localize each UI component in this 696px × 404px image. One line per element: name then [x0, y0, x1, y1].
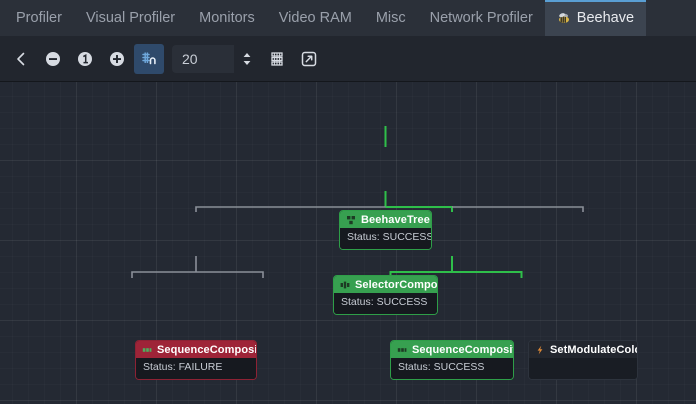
tab-label: Monitors: [199, 10, 255, 26]
tab-beehave[interactable]: Beehave: [544, 0, 647, 36]
sequence-composite-icon: [397, 345, 407, 355]
zoom-reset-one-icon: [76, 50, 94, 68]
node-title: SelectorComposite: [355, 278, 438, 291]
edge-sequencecomposite-haspositiveposition: [131, 271, 196, 278]
tab-label: Network Profiler: [429, 10, 533, 26]
node-status: Status: SUCCESS: [340, 228, 431, 249]
selector-composite-icon: [340, 280, 350, 290]
tab-video-ram[interactable]: Video RAM: [267, 0, 364, 36]
tab-monitors[interactable]: Monitors: [187, 0, 267, 36]
bee-icon: [557, 11, 571, 25]
node-status: Status: FAILURE: [136, 358, 256, 379]
beehave-tree-icon: [346, 215, 356, 225]
node-set-modulate-color-idle[interactable]: SetModulateColor: [528, 340, 638, 380]
tab-label: Misc: [375, 10, 406, 26]
tab-label: Beehave: [576, 10, 635, 26]
node-beehave-tree[interactable]: BeehaveTree Status: SUCCESS: [339, 210, 432, 250]
frame-input[interactable]: 20: [172, 44, 234, 73]
zoom-reset-button[interactable]: [70, 44, 100, 74]
frame-spinbox[interactable]: 20: [172, 44, 260, 73]
action-leaf-icon: [535, 345, 545, 355]
node-header: BeehaveTree: [340, 211, 431, 228]
zoom-out-button[interactable]: [38, 44, 68, 74]
back-button[interactable]: [6, 44, 36, 74]
node-title: SetModulateColor: [550, 343, 638, 356]
zoom-in-icon: [108, 50, 126, 68]
chevron-left-icon: [12, 50, 30, 68]
node-header: SelectorComposite: [334, 276, 437, 293]
tab-label: Video RAM: [278, 10, 352, 26]
arrange-nodes-icon: [140, 50, 158, 68]
node-status: Status: SUCCESS: [391, 358, 513, 379]
node-header: SequenceComposite: [136, 341, 256, 358]
edge-sequencecomposite2-setmodulatecolor: [452, 271, 523, 278]
zoom-in-button[interactable]: [102, 44, 132, 74]
open-external-button[interactable]: [294, 44, 324, 74]
graph-edges: [131, 126, 584, 278]
zoom-out-icon: [44, 50, 62, 68]
node-selector-composite[interactable]: SelectorComposite Status: SUCCESS: [333, 275, 438, 315]
node-title: SequenceComposite: [157, 343, 257, 356]
tab-profiler[interactable]: Profiler: [4, 0, 74, 36]
node-sequence-composite-2[interactable]: SequenceComposite2 Status: SUCCESS: [390, 340, 514, 380]
tab-misc[interactable]: Misc: [364, 0, 418, 36]
graph-toolbar: 20: [0, 36, 696, 82]
tab-label: Visual Profiler: [85, 10, 176, 26]
node-status: [529, 358, 637, 379]
spinner-updown-icon[interactable]: [234, 45, 260, 73]
profiler-tab-bar: Profiler Visual Profiler Monitors Video …: [0, 0, 696, 36]
node-title: SequenceComposite2: [412, 343, 513, 356]
node-sequence-composite[interactable]: SequenceComposite Status: FAILURE: [135, 340, 257, 380]
tab-network-profiler[interactable]: Network Profiler: [418, 0, 545, 36]
layers-icon: [268, 50, 286, 68]
behavior-tree-canvas[interactable]: BeehaveTree Status: SUCCESS SelectorComp…: [0, 82, 696, 404]
node-header: SequenceComposite2: [391, 341, 513, 358]
edge-sequencecomposite-setmodulatecolor: [196, 271, 264, 278]
tab-label: Profiler: [16, 10, 62, 26]
node-status: Status: SUCCESS: [334, 293, 437, 314]
tab-visual-profiler[interactable]: Visual Profiler: [74, 0, 187, 36]
open-external-icon: [300, 50, 318, 68]
layers-button[interactable]: [262, 44, 292, 74]
arrange-nodes-button[interactable]: [134, 43, 164, 74]
sequence-composite-icon: [142, 345, 152, 355]
node-title: BeehaveTree: [361, 213, 430, 226]
edge-selector-sequencecomposite: [195, 206, 386, 212]
node-header: SetModulateColor: [529, 341, 637, 358]
edge-selector-setmodulatecolor: [452, 206, 584, 212]
